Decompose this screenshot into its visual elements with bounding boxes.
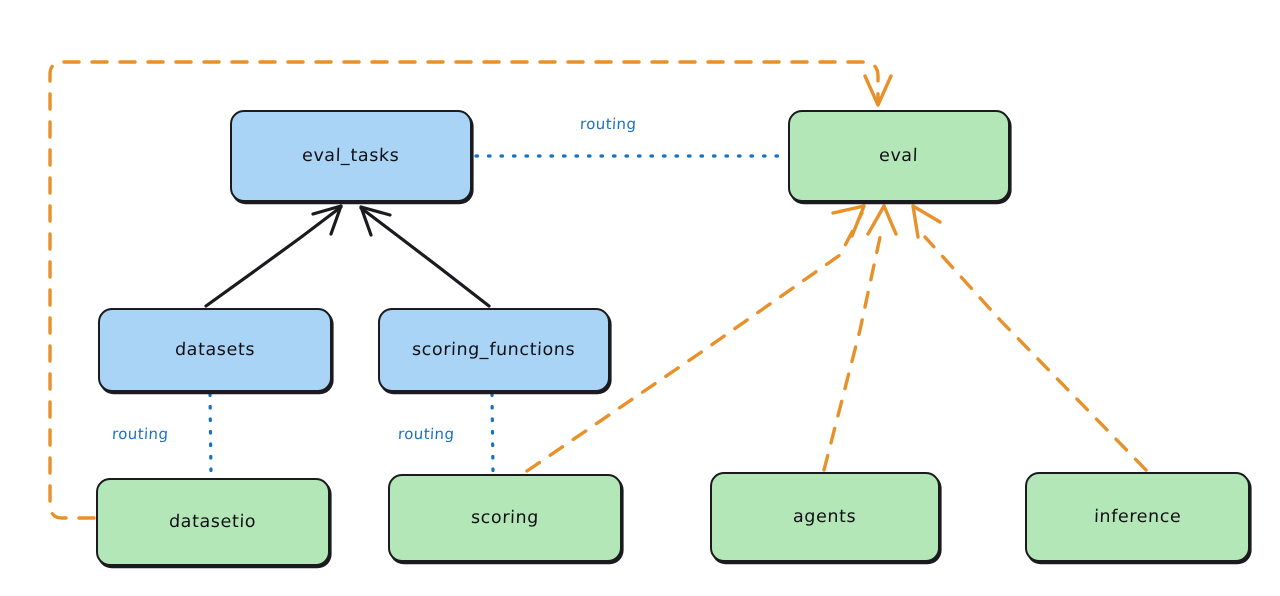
node-inference[interactable]: inference [1025, 472, 1250, 562]
node-datasetio[interactable]: datasetio [96, 478, 330, 566]
edge-agents-eval [822, 204, 898, 472]
edge-datasetio-eval [48, 60, 893, 520]
node-scoring[interactable]: scoring [388, 474, 622, 562]
node-agents[interactable]: agents [710, 472, 940, 562]
node-label-scoring_functions: scoring_functions [412, 340, 576, 360]
edge-label-routing-eval: routing [579, 115, 637, 133]
edge-datasets-eval_tasks [204, 204, 343, 308]
node-datasets[interactable]: datasets [98, 308, 332, 392]
edge-scoring_functions-scoring [490, 392, 495, 474]
node-label-datasets: datasets [174, 340, 256, 360]
node-label-eval_tasks: eval_tasks [301, 146, 401, 166]
edge-scoring-eval [525, 204, 866, 473]
edge-scoring_functions-eval_tasks [359, 205, 491, 308]
node-label-inference: inference [1093, 507, 1182, 527]
node-label-scoring: scoring [470, 508, 540, 528]
node-label-eval: eval [879, 146, 919, 166]
edge-label-routing-datasetio: routing [111, 425, 169, 443]
edge-inference-eval [911, 204, 1148, 472]
node-scoring_functions[interactable]: scoring_functions [378, 308, 610, 392]
node-label-agents: agents [793, 507, 857, 527]
node-eval_tasks[interactable]: eval_tasks [230, 110, 472, 202]
node-eval[interactable]: eval [788, 110, 1010, 202]
node-label-datasetio: datasetio [169, 512, 257, 532]
edge-datasets-datasetio [208, 392, 213, 478]
edge-label-routing-scoring: routing [397, 425, 455, 443]
